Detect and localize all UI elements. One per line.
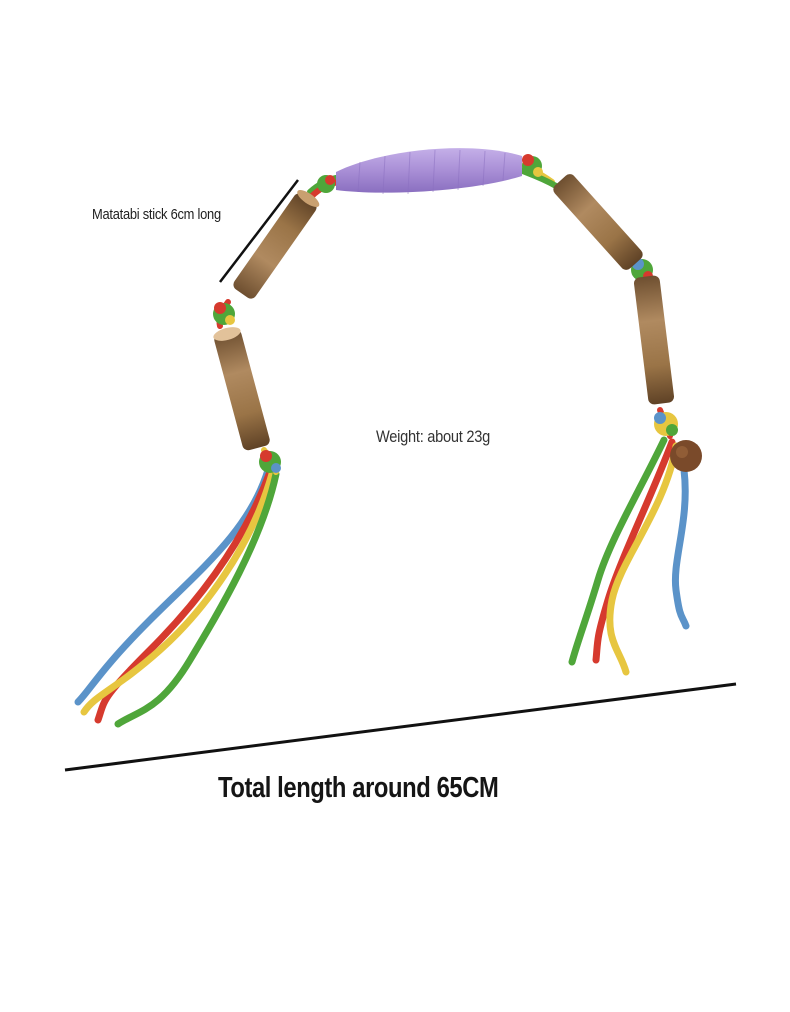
matatabi-stick-top-right (553, 174, 643, 270)
matatabi-stick-mid-right (633, 275, 675, 405)
weight-label: Weight: about 23g (376, 427, 491, 446)
right-rope-tails (568, 436, 690, 676)
total-length-label: Total length around 65CM (218, 772, 499, 804)
matatabi-stick-top-left (233, 189, 320, 299)
stick-measure-line (219, 179, 299, 283)
purple-wrap (336, 148, 522, 193)
total-length-measure-line (64, 682, 737, 772)
stick-length-label: Matatabi stick 6cm long (92, 206, 221, 223)
rope-knots (213, 154, 678, 473)
left-rope-tails (74, 466, 280, 728)
matatabi-stick-mid-left (213, 327, 270, 451)
